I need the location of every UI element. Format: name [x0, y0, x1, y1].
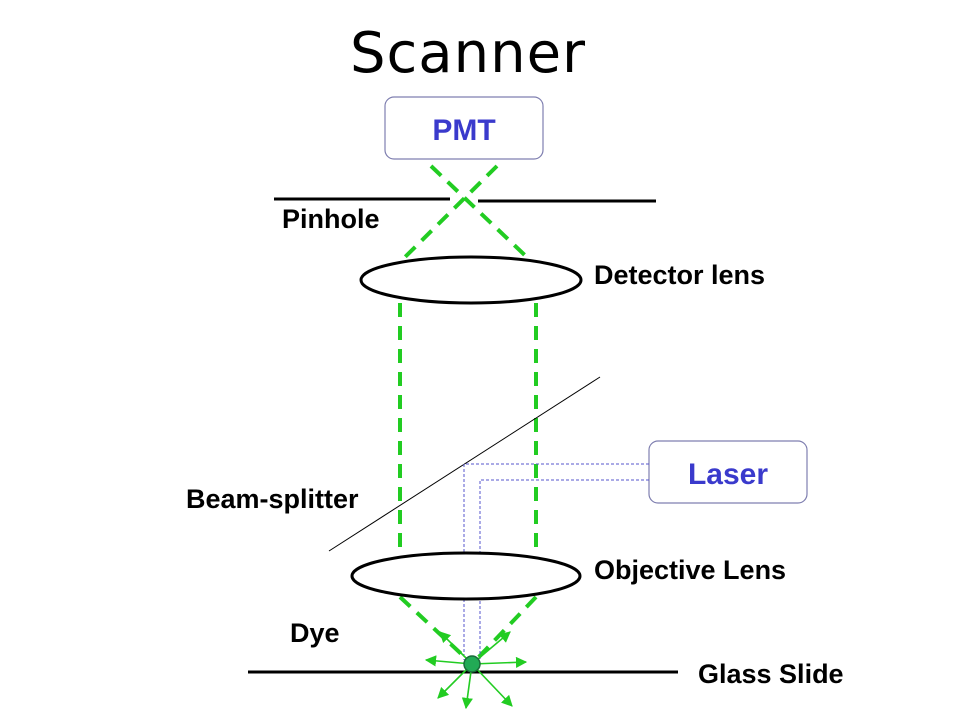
detector-lens-label: Detector lens — [594, 260, 765, 290]
diagram-title: Scanner — [350, 21, 586, 86]
pinhole-label: Pinhole — [282, 204, 380, 234]
dye-label: Dye — [290, 618, 340, 648]
detector-lens — [359, 255, 583, 305]
pmt-box: PMT — [384, 96, 544, 160]
laser-box: Laser — [648, 440, 808, 504]
objective-lens — [350, 551, 582, 601]
laser-label: Laser — [688, 458, 768, 491]
dye-molecule — [463, 655, 481, 673]
objective-lens-label: Objective Lens — [594, 555, 786, 585]
pmt-label: PMT — [432, 114, 495, 147]
glass-slide-label: Glass Slide — [698, 659, 844, 689]
pinhole-plate — [274, 197, 656, 203]
beam-splitter-label: Beam-splitter — [186, 484, 359, 514]
